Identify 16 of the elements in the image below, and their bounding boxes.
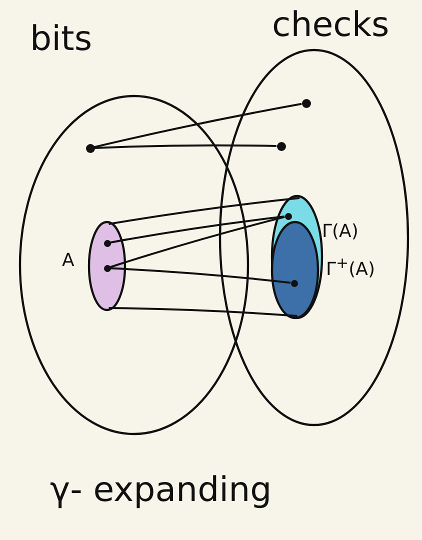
mapping-line bbox=[108, 307, 298, 317]
edge-line bbox=[110, 216, 285, 244]
set-label: checks bbox=[272, 8, 390, 42]
mapping-line bbox=[108, 197, 300, 225]
set-label: bits bbox=[30, 22, 92, 56]
vertex-dot bbox=[276, 142, 286, 150]
edge-line bbox=[94, 102, 302, 148]
set-label: Γ$^{+}$(A) bbox=[326, 256, 375, 279]
vertex-dot bbox=[86, 144, 94, 152]
caption: γ- expanding bbox=[50, 470, 272, 510]
set-label: Γ(A) bbox=[322, 223, 358, 241]
vertex-dot bbox=[302, 98, 310, 108]
edge-line bbox=[94, 144, 277, 149]
set-label: A bbox=[62, 252, 74, 270]
edge-line bbox=[110, 267, 291, 284]
edge-line bbox=[110, 216, 285, 268]
